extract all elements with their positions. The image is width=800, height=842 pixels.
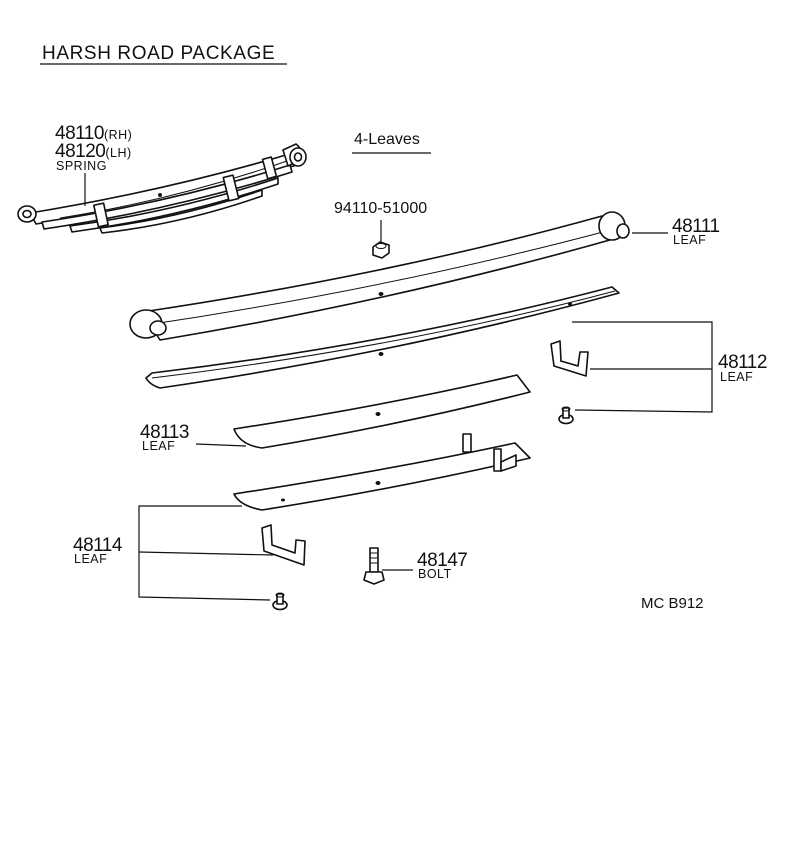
leaf-48112-name: LEAF [720,370,754,384]
leaf-48111-illustration [129,211,630,341]
rivet-48114-illustration [272,592,288,611]
leaf-48112-bracket [572,321,713,413]
diagram-code: MC B912 [641,595,704,612]
spring-assembly-illustration [17,143,307,234]
spring-suffix-lh: (LH) [105,146,132,160]
clip-48114-illustration [261,524,306,566]
clip-48112-illustration [550,340,589,377]
rivet-48112-illustration [558,406,574,425]
spring-number-lh: 48120 [55,141,106,162]
leaf-48113-leader-line [195,443,247,447]
leaf-48111-number: 48111 [672,216,720,237]
spring-number-rh: 48110 [55,123,104,144]
spring-name: SPRING [56,159,107,173]
leaf-48114-leader-line [138,551,274,556]
bolt-name: BOLT [418,567,452,581]
nut-illustration [372,241,390,259]
bolt-illustration [363,547,385,585]
spring-suffix-rh: (RH) [103,128,133,142]
leaf-48112-illustration [145,286,620,389]
leaf-48114-illustration [233,433,531,511]
leaf-48114-name: LEAF [74,552,108,566]
leaf-48114-bracket [138,505,271,601]
spring-label-rh: 48110(RH) [55,124,132,143]
spring-label-lh: 48120(LH) [55,142,132,161]
diagram-title: HARSH ROAD PACKAGE [42,43,276,64]
leaf-48113-number: 48113 [140,422,189,443]
diagram-subtitle: 4-Leaves [354,131,420,148]
leaf-48113-illustration [233,374,531,449]
bolt-number: 48147 [417,550,468,571]
nut-number: 94110-51000 [334,200,428,217]
leaf-48113-name: LEAF [142,439,176,453]
leaf-48111-name: LEAF [673,233,707,247]
leaf-48114-number: 48114 [73,535,122,556]
leaf-48112-number: 48112 [718,352,767,373]
